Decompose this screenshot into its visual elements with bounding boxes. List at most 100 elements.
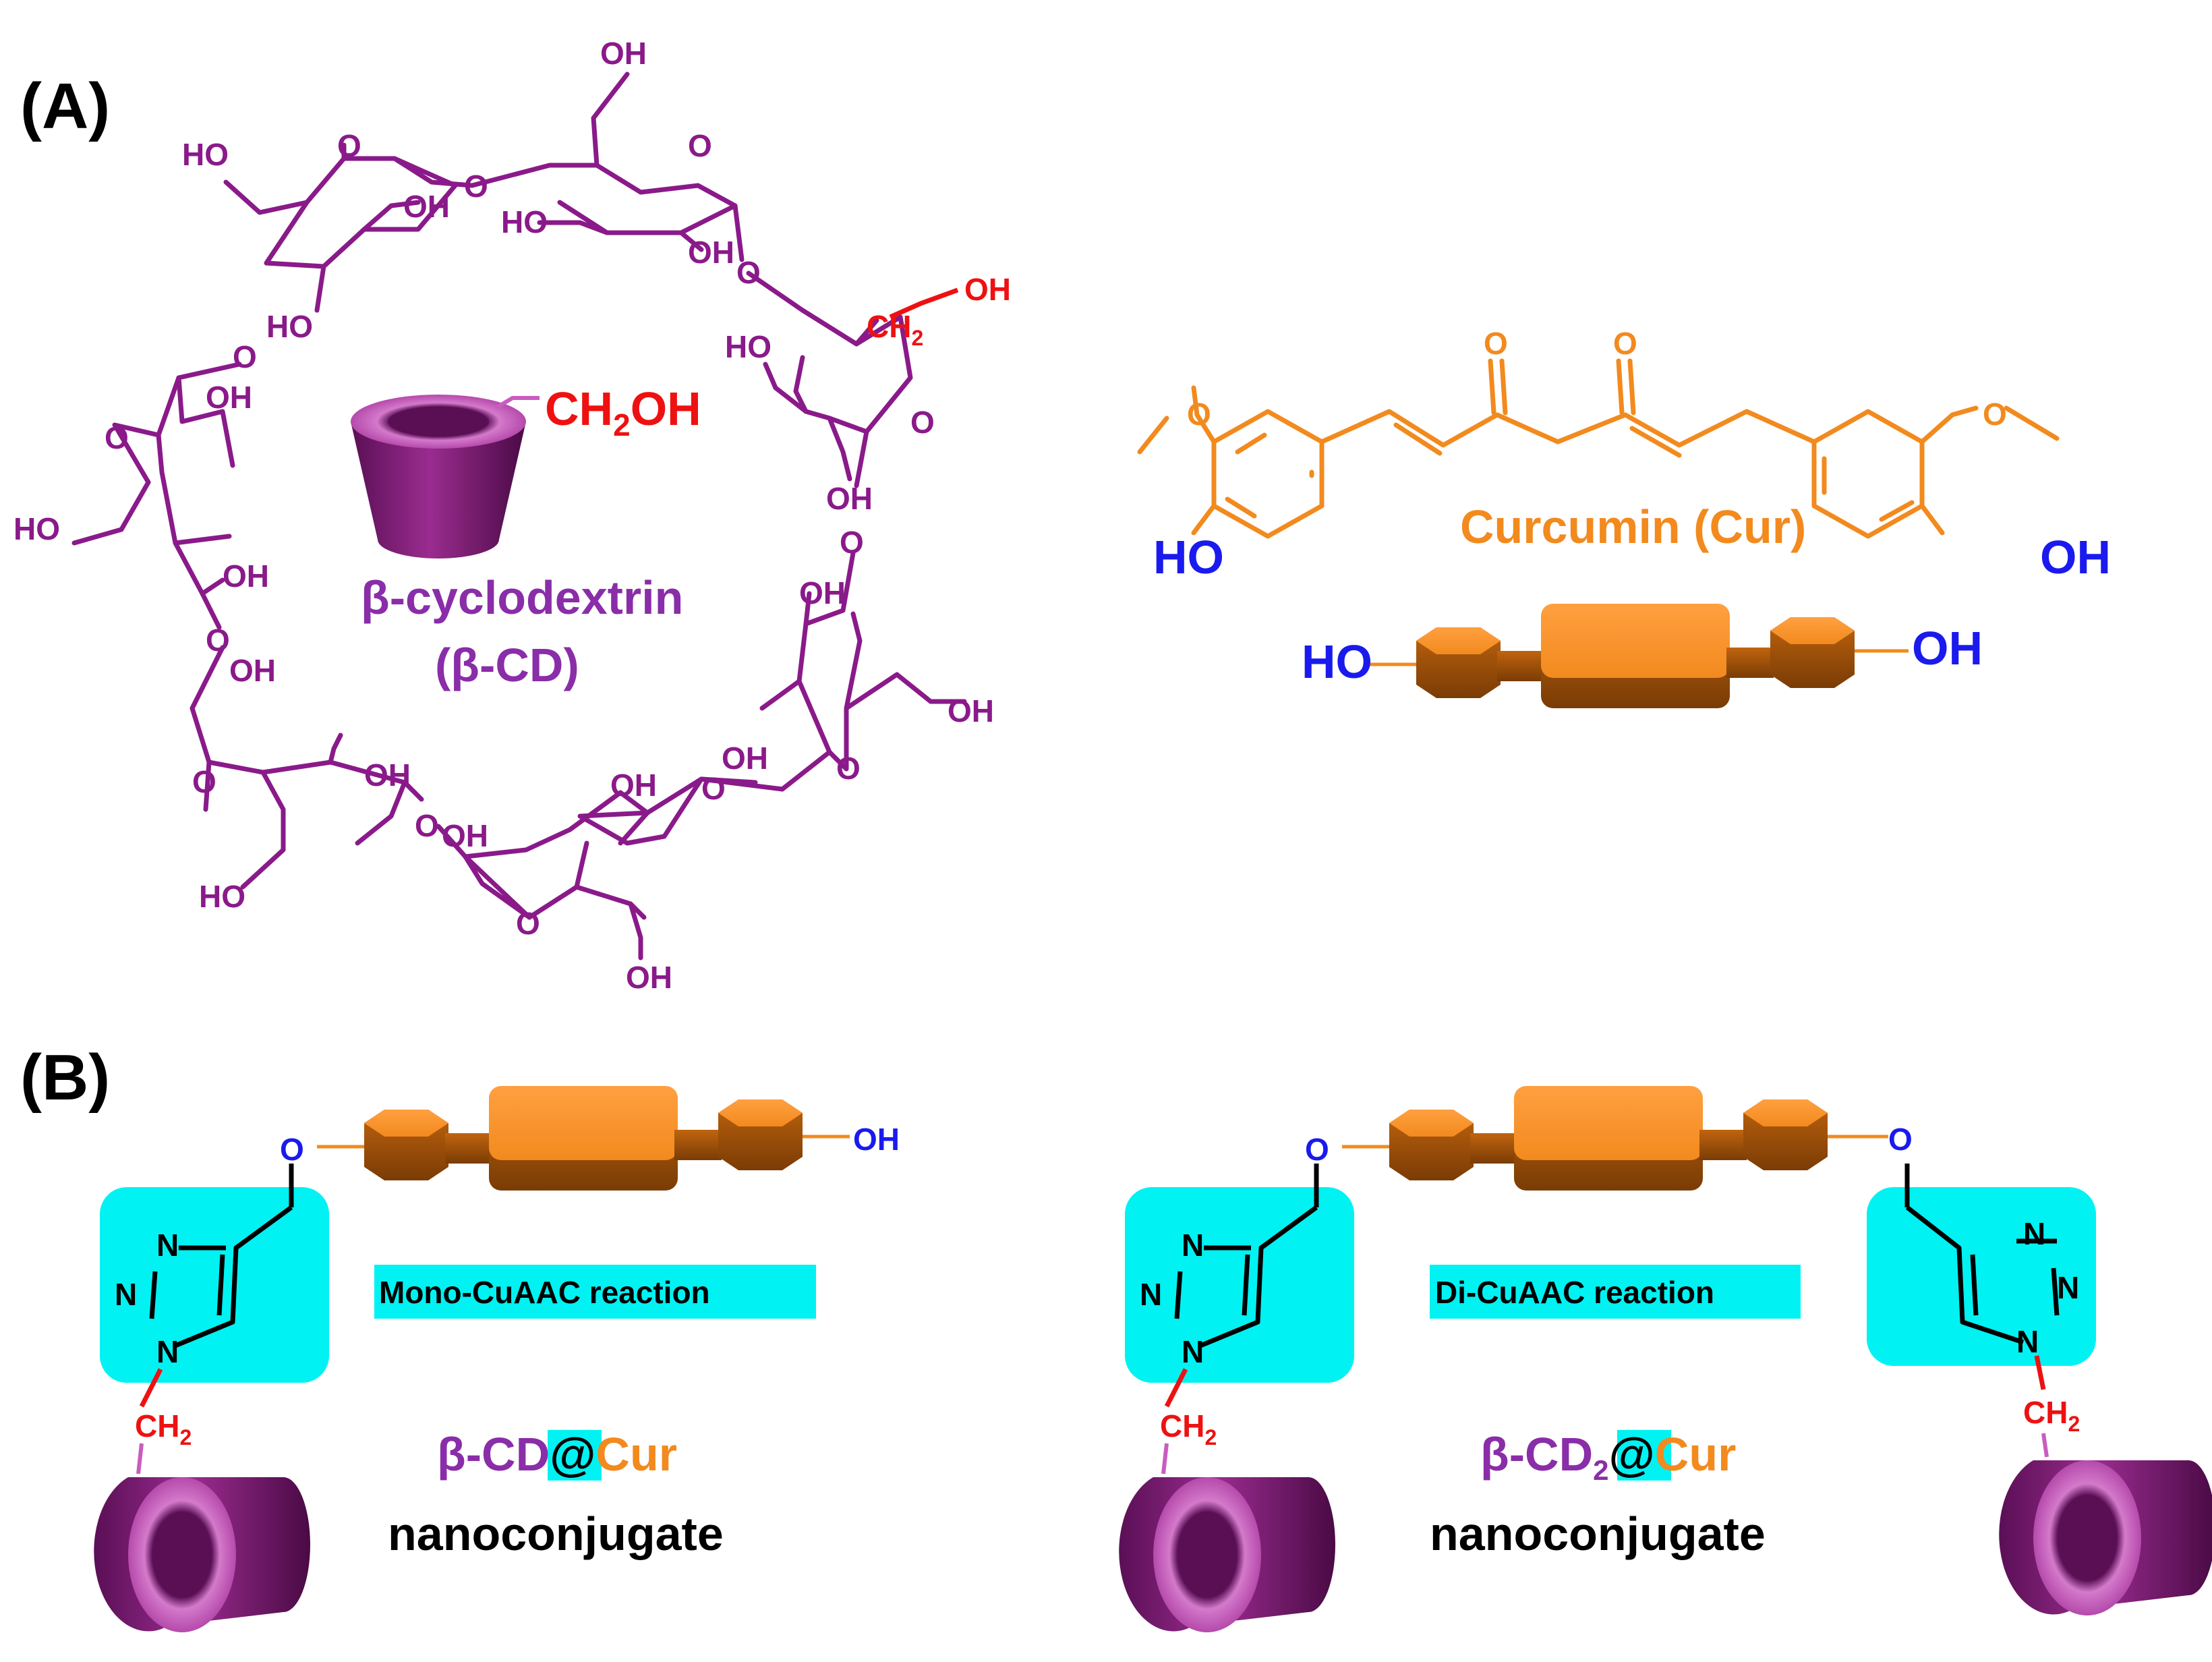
di-left-triazole-highlight bbox=[1125, 1187, 1354, 1383]
mono-reaction-label: Mono-CuAAC reaction bbox=[379, 1275, 710, 1310]
ring-oh-text: OH bbox=[964, 272, 1011, 307]
atom-label: O bbox=[464, 169, 488, 204]
atom-label: OH bbox=[688, 235, 734, 270]
atom-label: O bbox=[233, 339, 257, 374]
di-right-beta-cd-cartoon bbox=[1999, 1460, 2212, 1615]
atom-label: HO bbox=[501, 204, 548, 239]
di-product-label: β-CD2@Cur bbox=[1480, 1428, 1736, 1486]
di-curcumin-cartoon bbox=[1342, 1086, 1888, 1191]
atom-label: O bbox=[516, 906, 540, 941]
mono-triazole-highlight bbox=[100, 1187, 329, 1383]
mono-reaction-highlight bbox=[374, 1265, 816, 1319]
atom-label: OH bbox=[948, 693, 994, 728]
di-nanoconjugate: nanoconjugate bbox=[1430, 1508, 1766, 1560]
atom-label: N bbox=[1182, 1228, 1204, 1263]
atom-label: O bbox=[415, 808, 439, 843]
mono-nanoconjugate: nanoconjugate bbox=[388, 1508, 724, 1560]
atom-label: O bbox=[736, 255, 761, 290]
di-left-triazole-structure bbox=[1174, 1164, 1319, 1348]
di-ether-o-right: O bbox=[1888, 1122, 1913, 1157]
di-right-triazole-structure bbox=[1904, 1164, 2060, 1345]
di-right-triazole-atoms: N N N bbox=[2016, 1216, 2079, 1359]
mono-terminal-oh: OH bbox=[853, 1122, 900, 1157]
atom-label: HO bbox=[182, 137, 229, 172]
atom-label: N bbox=[1182, 1334, 1204, 1369]
atom-label: O bbox=[1187, 397, 1211, 432]
atom-label: N bbox=[2057, 1270, 2079, 1305]
beta-cd-ch2oh-label: CH2OH bbox=[545, 382, 701, 442]
mono-product-label: β-CD@Cur bbox=[437, 1428, 677, 1481]
di-at-highlight bbox=[1617, 1430, 1671, 1481]
atom-label: HO bbox=[725, 329, 772, 364]
di-ether-o-left: O bbox=[1305, 1132, 1329, 1167]
cartoon-ch2oh-text: CH2OH bbox=[545, 382, 701, 442]
atom-label: N bbox=[2023, 1216, 2045, 1251]
atom-label: HO bbox=[266, 309, 313, 344]
atom-label: HO bbox=[13, 511, 60, 546]
atom-label: O bbox=[1613, 326, 1637, 361]
atom-label: OH bbox=[826, 481, 873, 516]
atom-label: N bbox=[1140, 1277, 1162, 1312]
di-reaction-label: Di-CuAAC reaction bbox=[1435, 1275, 1714, 1310]
panel-a-label: (A) bbox=[20, 70, 110, 142]
curcumin-left-oh: HO bbox=[1153, 531, 1224, 583]
mono-product-text: β-CD@Cur bbox=[437, 1428, 677, 1481]
curcumin-cartoon bbox=[1369, 604, 1909, 708]
beta-cyclodextrin-structure bbox=[71, 71, 967, 961]
di-product-text: β-CD2@Cur bbox=[1480, 1428, 1736, 1486]
mono-beta-cd-cartoon bbox=[94, 1477, 310, 1632]
atom-label: O bbox=[1983, 397, 2007, 432]
mono-at-highlight bbox=[548, 1430, 602, 1481]
mono-ch2-linker: CH2 bbox=[135, 1408, 192, 1450]
curcumin-structure bbox=[1137, 358, 2060, 539]
curcumin-name: Curcumin (Cur) bbox=[1460, 500, 1806, 553]
atom-label: OH bbox=[364, 757, 411, 793]
ring-ch2-text: CH2 bbox=[867, 309, 923, 350]
mono-curcumin-cartoon bbox=[317, 1086, 850, 1191]
curcumin-right-oh: OH bbox=[2040, 531, 2111, 583]
mono-ether-o: O bbox=[280, 1132, 304, 1167]
di-right-ch2-linker: CH2 bbox=[2023, 1395, 2080, 1436]
atom-label: O bbox=[206, 623, 230, 658]
panel-b-label: (B) bbox=[20, 1041, 110, 1114]
beta-cd-atom-labels: HO O OH O OH HO O OH O HO O OH O OH OH O… bbox=[13, 36, 994, 995]
di-left-triazole-atoms: N N N bbox=[1140, 1228, 1204, 1369]
atom-label: N bbox=[156, 1334, 179, 1369]
beta-cd-name: β-cyclodextrin bbox=[361, 571, 683, 624]
di-left-ch2-linker: CH2 bbox=[1160, 1408, 1217, 1450]
atom-label: O bbox=[1484, 326, 1508, 361]
curcumin-cartoon-right-oh: OH bbox=[1912, 622, 1983, 675]
atom-label: OH bbox=[442, 818, 488, 853]
atom-label: OH bbox=[626, 960, 672, 995]
atom-label: O bbox=[192, 764, 216, 799]
beta-cd-cartoon bbox=[351, 395, 540, 558]
atom-label: HO bbox=[199, 879, 245, 914]
atom-label: OH bbox=[403, 189, 450, 224]
atom-label: O bbox=[910, 405, 935, 440]
mono-triazole-atoms: N N N bbox=[115, 1228, 179, 1369]
atom-label: O bbox=[105, 420, 129, 455]
mono-triazole-structure bbox=[149, 1164, 294, 1348]
di-left-beta-cd-cartoon bbox=[1119, 1477, 1335, 1632]
atom-label: OH bbox=[223, 558, 269, 594]
curcumin-atom-labels: O O O O bbox=[1187, 326, 2007, 432]
atom-label: O bbox=[836, 751, 861, 786]
atom-label: OH bbox=[600, 36, 647, 71]
atom-label: OH bbox=[206, 380, 252, 415]
atom-label: N bbox=[156, 1228, 179, 1263]
beta-cd-abbrev: (β-CD) bbox=[435, 639, 579, 691]
ring-ch2oh-label: CH2 OH bbox=[867, 272, 1011, 350]
atom-label: N bbox=[115, 1277, 137, 1312]
curcumin-cartoon-left-oh: HO bbox=[1302, 635, 1372, 688]
atom-label: O bbox=[688, 128, 712, 163]
atom-label: OH bbox=[610, 768, 657, 803]
atom-label: OH bbox=[722, 741, 768, 776]
atom-label: O bbox=[840, 525, 864, 560]
atom-label: O bbox=[337, 128, 361, 163]
di-right-triazole-highlight bbox=[1867, 1187, 2096, 1366]
atom-label: N bbox=[2016, 1324, 2039, 1359]
atom-label: O bbox=[701, 771, 726, 806]
atom-label: OH bbox=[229, 653, 276, 688]
atom-label: OH bbox=[799, 575, 846, 610]
